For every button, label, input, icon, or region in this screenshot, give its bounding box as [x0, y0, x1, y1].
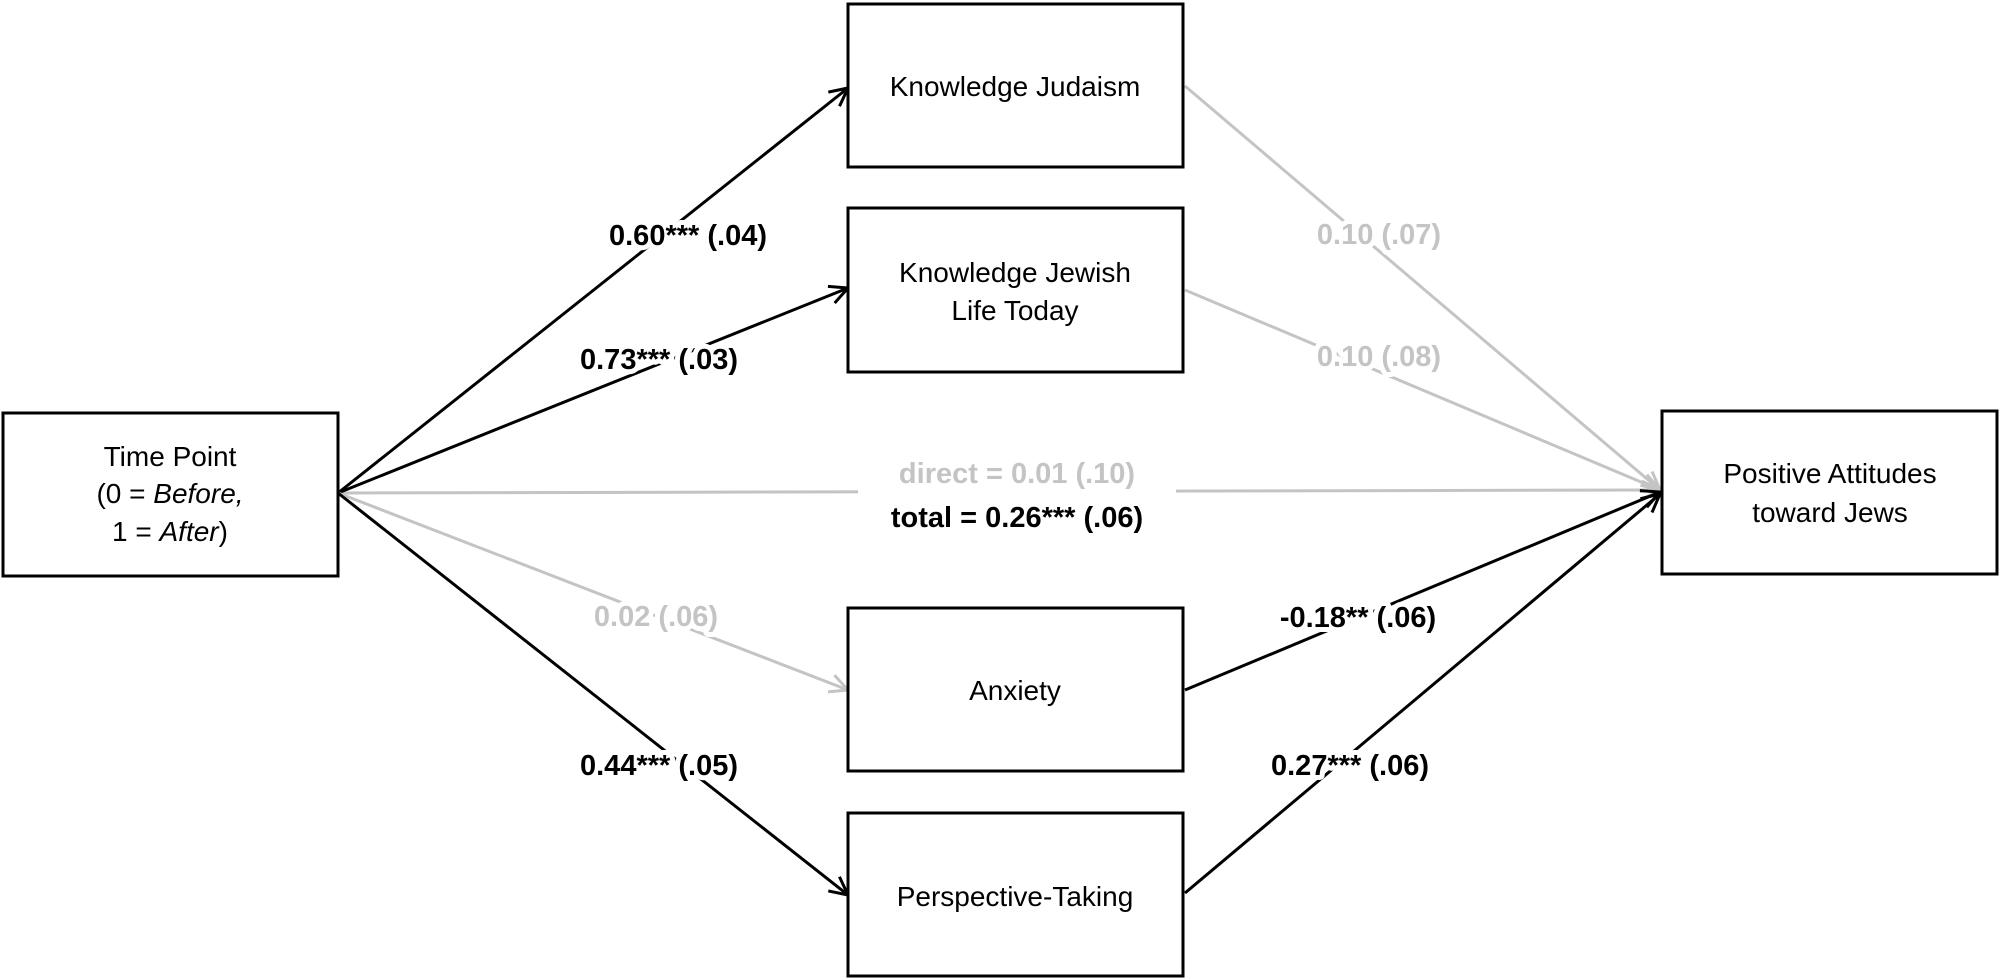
path-label-a-knowledge-judaism: 0.60*** (.04) — [609, 220, 767, 252]
path-arrow-knowledge-jewish-life-to-attitudes — [1184, 288, 1660, 490]
node-knowledge-jewish-life-line2: Life Today — [951, 295, 1078, 326]
node-anxiety-label: Anxiety — [969, 675, 1061, 706]
node-perspective-taking-label: Perspective-Taking — [897, 881, 1134, 912]
path-arrow-knowledge-judaism-to-attitudes — [1184, 84, 1660, 490]
path-arrow-anxiety-to-attitudes — [1184, 492, 1660, 692]
path-label-b-knowledge-judaism: 0.10 (.07) — [1317, 219, 1441, 251]
path-label-direct-backing — [858, 450, 1176, 530]
path-arrow-time-to-knowledge-jewish-life — [337, 288, 848, 495]
node-time-point: Time Point (0 = Before, 1 = After) — [1, 411, 340, 578]
path-label-total: total = 0.26*** (.06) — [891, 502, 1143, 534]
node-knowledge-jewish-life-line1: Knowledge Jewish — [899, 257, 1131, 288]
path-label-b-anxiety: -0.18** (.06) — [1280, 602, 1436, 634]
node-knowledge-judaism: Knowledge Judaism — [846, 2, 1185, 169]
node-time-point-line1: Time Point — [104, 441, 237, 472]
path-arrow-perspective-taking-to-attitudes — [1184, 494, 1660, 895]
node-knowledge-jewish-life: Knowledge Jewish Life Today — [846, 206, 1185, 374]
path-label-a-knowledge-jewish-life: 0.73*** (.03) — [580, 344, 738, 376]
node-positive-attitudes-line2: toward Jews — [1752, 497, 1908, 528]
path-label-a-anxiety: 0.02 (.06) — [594, 601, 718, 633]
node-positive-attitudes-line1: Positive Attitudes — [1723, 458, 1936, 489]
path-label-b-perspective-taking: 0.27*** (.06) — [1271, 750, 1429, 782]
path-arrow-time-to-anxiety — [337, 491, 848, 690]
path-arrow-time-to-knowledge-judaism — [337, 88, 848, 495]
path-arrow-time-to-perspective-taking — [337, 491, 848, 895]
node-perspective-taking: Perspective-Taking — [846, 811, 1185, 978]
node-time-point-line2: (0 = Before, — [96, 478, 243, 509]
node-knowledge-judaism-label: Knowledge Judaism — [890, 71, 1141, 102]
path-label-b-knowledge-jewish-life: 0.10 (.08) — [1317, 341, 1441, 373]
path-label-direct: direct = 0.01 (.10) — [899, 458, 1135, 490]
path-label-a-perspective-taking: 0.44*** (.05) — [580, 750, 738, 782]
node-time-point-line3: 1 = After) — [112, 516, 228, 547]
node-positive-attitudes: Positive Attitudes toward Jews — [1660, 409, 1999, 576]
node-anxiety: Anxiety — [846, 606, 1185, 773]
